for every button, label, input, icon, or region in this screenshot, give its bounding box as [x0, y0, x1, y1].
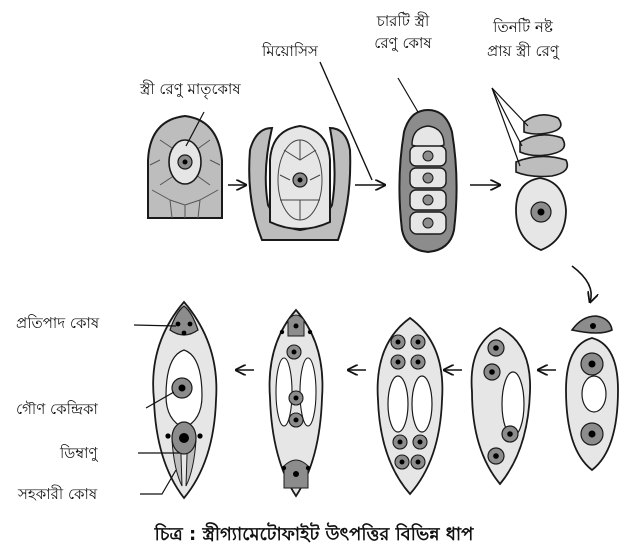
label-leader-mmc [185, 111, 205, 147]
label-leader-four-megaspores [397, 77, 419, 113]
label-four-megaspores-line1: চারটি স্ত্রী [376, 12, 430, 30]
arrow-4 [571, 265, 591, 302]
label-secondary-nucleus: গৌণ কেন্দ্রিকা [16, 400, 98, 418]
label-antipodal-cells: প্রতিপাদ কোষ [16, 314, 100, 332]
eight-nuclei [390, 334, 428, 470]
mature-sac-leaders [133, 324, 180, 495]
label-three-degenerate-line2: প্রায় স্ত্রী রেণু [487, 42, 559, 60]
degenerate-megaspore-3 [515, 155, 569, 178]
stage-megaspore-mother-cell [147, 114, 223, 219]
eight-nucleate-sac [376, 316, 444, 496]
stage-eight-nucleate [376, 316, 444, 496]
degenerate-pointers [491, 87, 529, 167]
label-three-degenerate-line1: তিনটি নষ্ট [493, 18, 553, 36]
meiosis-pointer [319, 61, 373, 181]
label-four-megaspores-line2: রেণু কোষ [374, 34, 432, 52]
stage-nuclei-migration [268, 308, 324, 498]
label-megaspore-mother-cell: স্ত্রী রেণু মাতৃকোষ [140, 80, 241, 98]
degenerate-megaspore-1 [523, 114, 562, 135]
stage-two-nucleate [565, 315, 619, 472]
antipodal-cells [169, 305, 199, 336]
stage-four-nucleate [470, 326, 531, 486]
nucellus-cells [277, 139, 323, 221]
stage-mature-embryo-sac [152, 300, 218, 500]
stage-functional-megaspore [515, 114, 569, 251]
ovule-nucleolus [297, 177, 303, 183]
stage-four-megaspores [398, 108, 458, 254]
figure-caption: চিত্র : স্ত্রীগ্যামেটোফাইট উৎপত্তির বিভি… [154, 524, 474, 545]
stage-ovule-with-integuments [248, 124, 352, 241]
label-synergids: সহকারী কোষ [18, 485, 98, 503]
degenerate-megaspore-2 [519, 134, 566, 157]
mmc-nucleolus [182, 159, 188, 165]
label-meiosis: মিয়োসিস [262, 42, 318, 60]
label-egg-cell: ডিম্বাণু [60, 444, 98, 462]
